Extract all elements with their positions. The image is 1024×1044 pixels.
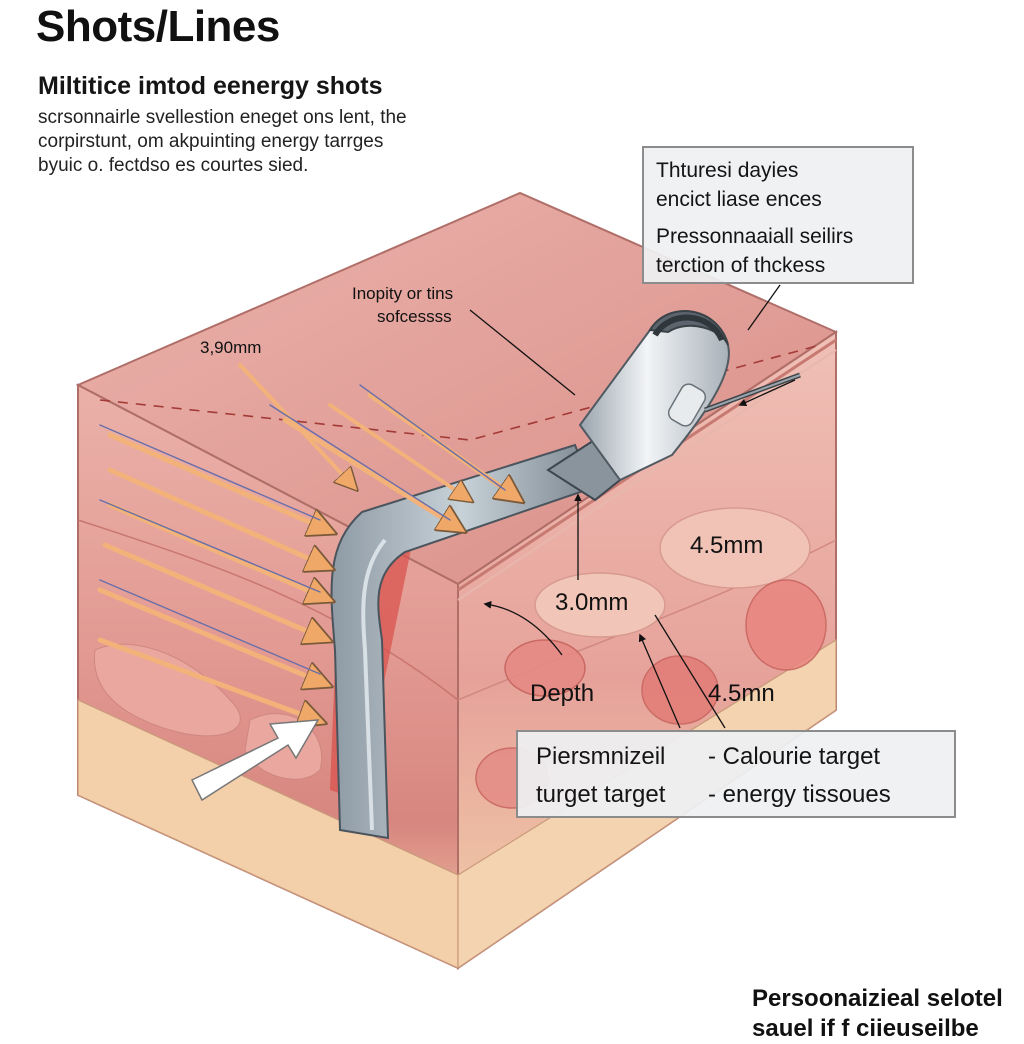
footer-note: Persoonaizieal selotel sauel if f ciieus… [752, 984, 1003, 1044]
label-intensity-line2: sofcessss [377, 307, 452, 326]
callout-bottom-cell: - Calourie target [708, 743, 881, 770]
entry-arrow [190, 719, 320, 802]
callout-bottom: Piersmnizeil - Calourie target turget ta… [516, 730, 956, 818]
tissue-lobule [659, 507, 811, 589]
callout-bottom-cell: Piersmnizeil [536, 743, 666, 770]
page-subtitle: Miltitice imtod eenergy shots [38, 72, 383, 100]
energy-shot-arrows [97, 363, 520, 722]
label-measure-3-0: 3.0mm [555, 589, 629, 616]
callout-top-line: Thturesi dayies [656, 159, 799, 182]
ultrasound-handpiece [546, 310, 801, 502]
target-spot [745, 579, 827, 671]
callout-top-line: Pressonnaaiall seilirs [656, 225, 854, 248]
target-spot [504, 639, 586, 697]
page-title: Shots/Lines [36, 2, 280, 51]
tissue-lobule [534, 572, 666, 638]
description-line: byuic o. fectdso es courtes sied. [38, 155, 309, 176]
footer-line: sauel if f ciieuseilbe [752, 1015, 979, 1042]
callout-top-line: encict liase ences [656, 188, 822, 211]
description-line: scrsonnairle svellestion eneget ons lent… [38, 107, 407, 128]
label-measure-4-5-upper: 4.5mm [690, 532, 764, 559]
label-depth-top: 3,90mm [200, 338, 262, 357]
label-measure-4-5-lower: 4.5mn [708, 680, 775, 707]
callout-top-line: terction of thckess [656, 254, 826, 277]
label-intensity-line1: Inopity or tins [352, 284, 454, 303]
description: scrsonnairle svellestion eneget ons lent… [38, 106, 468, 178]
callout-top: Thturesi dayies encict liase ences Press… [642, 146, 914, 284]
label-depth: Depth [530, 680, 595, 707]
description-line: corpirstunt, om akpuinting energy tarrge… [38, 131, 384, 152]
callout-bottom-cell: - energy tissoues [708, 781, 891, 808]
footer-line: Persoonaizieal selotel [752, 985, 1003, 1012]
callout-bottom-cell: turget target [536, 781, 666, 808]
